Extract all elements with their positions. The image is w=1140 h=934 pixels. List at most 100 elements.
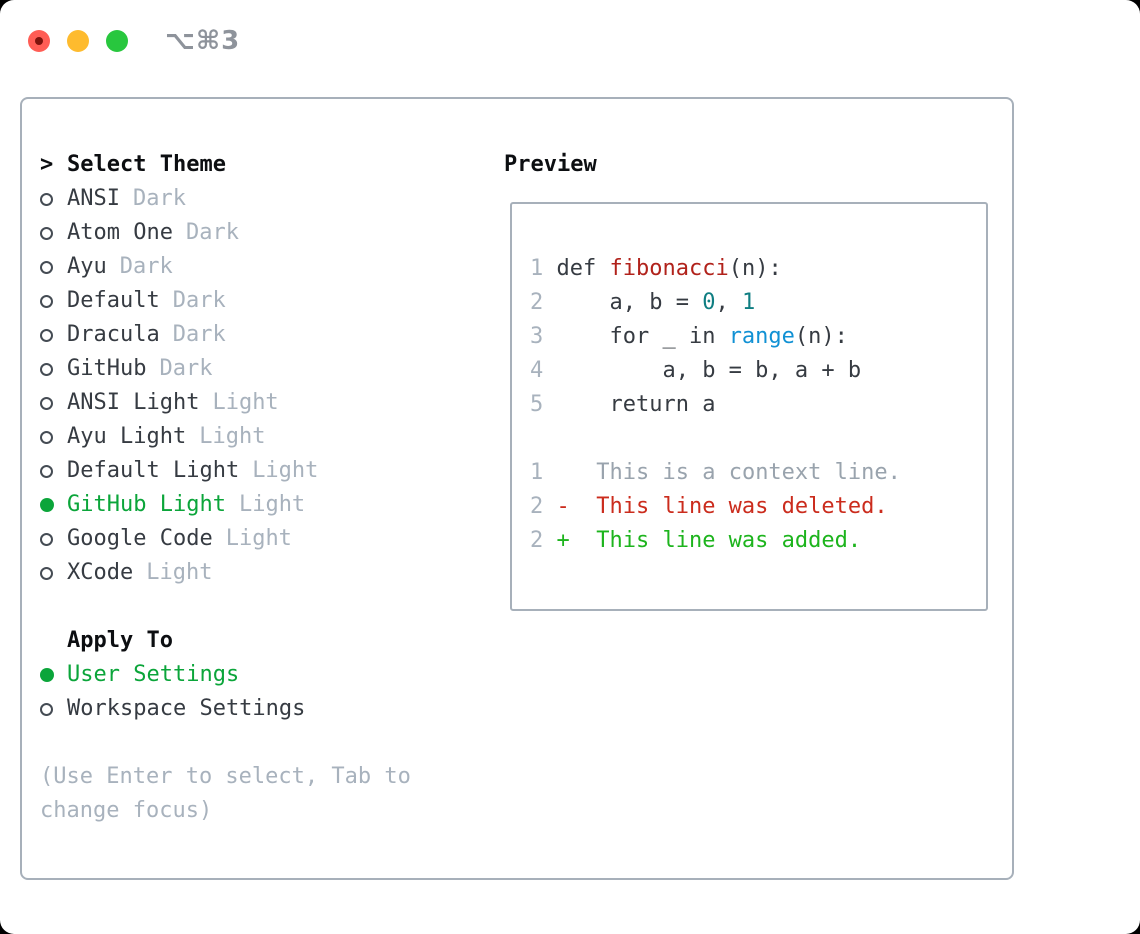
unsaved-changes-indicator-icon <box>35 37 43 45</box>
apply-option-workspace-settings[interactable]: Workspace Settings <box>40 692 485 726</box>
theme-variant: Light <box>212 390 279 415</box>
theme-option-xcode[interactable]: XCode Light <box>40 556 485 590</box>
select-theme-title: Select Theme <box>67 152 226 177</box>
theme-option-ansi[interactable]: ANSI Dark <box>40 182 485 216</box>
theme-option-ansi-light[interactable]: ANSI Light Light <box>40 386 485 420</box>
theme-option-google-code[interactable]: Google Code Light <box>40 522 485 556</box>
theme-name: XCode <box>67 560 134 585</box>
radio-icon <box>40 396 53 410</box>
radio-icon <box>40 294 53 308</box>
theme-name: GitHub <box>67 356 147 381</box>
radio-marker <box>40 362 67 376</box>
selection-caret-icon: > <box>40 152 54 177</box>
preview-line: 2 + This line was added. <box>530 528 862 553</box>
theme-name: ANSI Light <box>67 390 200 415</box>
select-theme-header-row: > Select Theme <box>40 148 485 182</box>
theme-name: Default <box>67 288 160 313</box>
preview-box: 1 def fibonacci(n): 2 a, b = 0, 1 3 for _ … <box>510 202 988 611</box>
theme-variant: Dark <box>159 356 213 381</box>
theme-name: ANSI <box>67 186 120 211</box>
theme-name: Google Code <box>67 526 213 551</box>
spacer <box>40 590 485 624</box>
help-text: (Use Enter to select, Tab to change focu… <box>40 764 411 823</box>
radio-marker <box>40 260 67 274</box>
selected-radio-icon <box>40 668 54 682</box>
radio-marker <box>40 192 67 206</box>
theme-name: Dracula <box>67 322 160 347</box>
theme-variant: Dark <box>185 220 239 245</box>
theme-variant: Light <box>199 424 266 449</box>
radio-icon <box>40 430 53 444</box>
preview-line: 4 a, b = b, a + b <box>530 358 862 383</box>
apply-to-header-row: Apply To <box>40 624 485 658</box>
apply-to-title: Apply To <box>67 628 173 653</box>
radio-marker <box>40 702 67 716</box>
radio-marker <box>40 226 67 240</box>
zoom-button[interactable] <box>106 30 128 52</box>
theme-variant: Light <box>252 458 319 483</box>
theme-variant: Dark <box>119 254 173 279</box>
preview-line: 1 This is a context line. <box>530 460 901 485</box>
radio-marker <box>40 668 67 682</box>
radio-icon <box>40 226 53 240</box>
theme-name: Atom One <box>67 220 173 245</box>
preview-line: 5 return a <box>530 392 716 417</box>
theme-variant: Light <box>146 560 213 585</box>
close-button[interactable] <box>28 30 50 52</box>
radio-marker <box>40 294 67 308</box>
radio-marker <box>40 498 67 512</box>
theme-name: Ayu Light <box>67 424 187 449</box>
radio-icon <box>40 260 53 274</box>
theme-option-github[interactable]: GitHub Dark <box>40 352 485 386</box>
theme-option-default[interactable]: Default Dark <box>40 284 485 318</box>
window-title: ⌥⌘3 <box>165 26 241 56</box>
preview-code: 1 def fibonacci(n): 2 a, b = 0, 1 3 for _ … <box>512 204 986 558</box>
minimize-button[interactable] <box>67 30 89 52</box>
radio-marker <box>40 464 67 478</box>
radio-icon <box>40 464 53 478</box>
apply-option-label: Workspace Settings <box>67 696 306 721</box>
theme-option-dracula[interactable]: Dracula Dark <box>40 318 485 352</box>
theme-variant: Light <box>225 526 292 551</box>
preview-header-row: Preview <box>504 148 597 182</box>
radio-icon <box>40 566 53 580</box>
theme-option-atom-one[interactable]: Atom One Dark <box>40 216 485 250</box>
theme-option-github-light[interactable]: GitHub Light Light <box>40 488 485 522</box>
radio-icon <box>40 328 53 342</box>
theme-option-ayu[interactable]: Ayu Dark <box>40 250 485 284</box>
radio-icon <box>40 192 53 206</box>
spacer <box>40 726 485 760</box>
theme-name: Default Light <box>67 458 240 483</box>
theme-option-ayu-light[interactable]: Ayu Light Light <box>40 420 485 454</box>
preview-line <box>530 422 986 456</box>
theme-variant: Dark <box>172 288 226 313</box>
radio-marker <box>40 566 67 580</box>
apply-option-user-settings[interactable]: User Settings <box>40 658 485 692</box>
apply-option-label: User Settings <box>67 662 240 687</box>
theme-name: GitHub Light <box>67 492 226 517</box>
preview-line: 1 def fibonacci(n): <box>530 256 782 281</box>
theme-option-default-light[interactable]: Default Light Light <box>40 454 485 488</box>
theme-name: Ayu <box>67 254 107 279</box>
theme-variant: Light <box>238 492 306 517</box>
preview-line: 3 for _ in range(n): <box>530 324 848 349</box>
radio-marker <box>40 328 67 342</box>
theme-variant: Dark <box>132 186 186 211</box>
radio-marker <box>40 430 67 444</box>
preview-line: 2 - This line was deleted. <box>530 494 888 519</box>
selected-radio-icon <box>40 498 54 512</box>
radio-marker <box>40 396 67 410</box>
radio-icon <box>40 702 53 716</box>
titlebar: ⌥⌘3 <box>28 26 240 56</box>
preview-line: 2 a, b = 0, 1 <box>530 290 756 315</box>
radio-icon <box>40 362 53 376</box>
preview-title: Preview <box>504 152 597 177</box>
radio-marker <box>40 532 67 546</box>
theme-variant: Dark <box>172 322 226 347</box>
